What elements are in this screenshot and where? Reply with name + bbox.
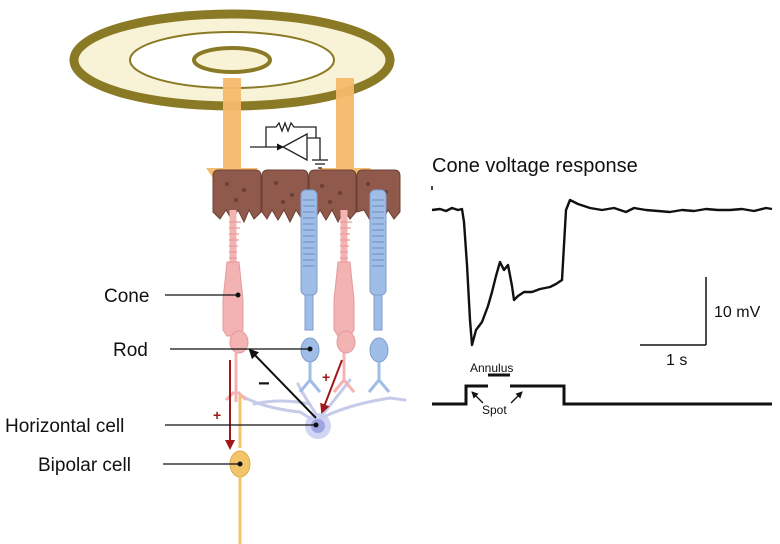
rod-photoreceptor-1 [298, 189, 322, 393]
light-stimulus [69, 9, 395, 111]
amplifier-icon [250, 121, 328, 169]
inhibitory-sign: − [258, 373, 270, 395]
rod-label: Rod [113, 340, 148, 361]
horizontal-cell-label: Horizontal cell [5, 416, 124, 437]
excitatory-sign-bipolar: + [213, 407, 221, 423]
spot-label: Spot [482, 403, 507, 417]
cone-to-horizontal-arrow [320, 359, 343, 414]
cone-photoreceptor-1 [222, 210, 249, 402]
voltage-trace [431, 186, 773, 347]
rod-photoreceptor-2 [367, 189, 391, 393]
spot-pointers [471, 391, 523, 404]
cone-photoreceptor-2 [332, 210, 356, 393]
bipolar-cell [229, 395, 251, 544]
label-dots [235, 292, 319, 467]
excitatory-sign-horizontal: + [322, 369, 330, 385]
spot-stimulus [192, 46, 272, 74]
stimulus-timing [432, 373, 772, 406]
horizontal-to-cone-arrow [248, 348, 317, 419]
scale-bar-voltage: 10 mV [714, 304, 761, 321]
synapse-arrows: − + + [213, 348, 343, 450]
bipolar-cell-label: Bipolar cell [38, 455, 131, 476]
label-leaders [163, 294, 316, 465]
scale-bar [640, 277, 707, 346]
scale-bar-time: 1 s [666, 352, 687, 369]
trace-title: Cone voltage response [432, 155, 638, 177]
cone-label: Cone [104, 286, 149, 307]
annulus-label: Annulus [470, 361, 513, 375]
